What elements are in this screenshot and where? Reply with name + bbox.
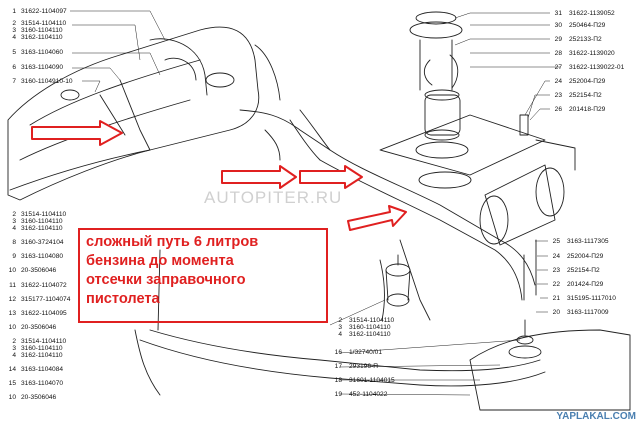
annotation-line: сложный путь 6 литров bbox=[86, 234, 259, 250]
annotation-line: отсечки заправочного bbox=[86, 272, 246, 288]
fuel-tank bbox=[7, 26, 260, 201]
red-arrow-2 bbox=[221, 165, 297, 189]
red-arrow-1 bbox=[31, 120, 123, 146]
red-arrow-3 bbox=[299, 165, 363, 189]
annotation-box: сложный путь 6 литров бензина до момента… bbox=[78, 228, 328, 323]
watermark: AUTOPITER.RU bbox=[204, 188, 343, 207]
red-arrow-4 bbox=[347, 205, 407, 231]
site-mark: YAPLAKAL.COM bbox=[556, 411, 636, 422]
annotation-line: бензина до момента bbox=[86, 253, 234, 269]
annotation-line: пистолета bbox=[86, 291, 160, 307]
